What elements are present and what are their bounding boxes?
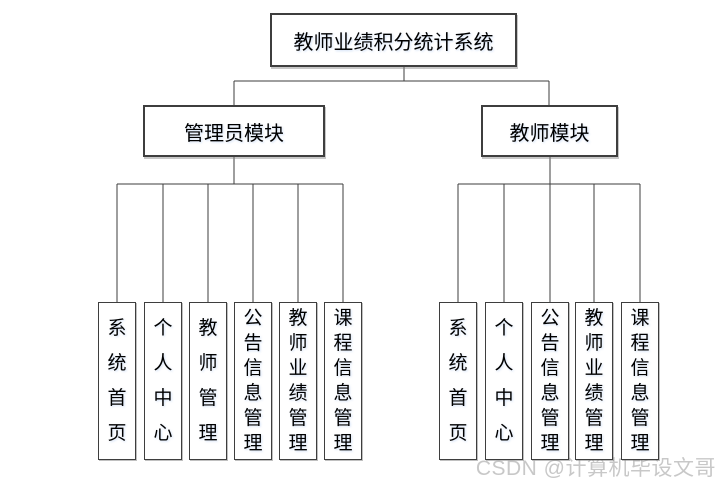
node-admin-announcement-management: 公告信息管理 — [234, 302, 272, 460]
node-admin-teacher-management-label: 教师管理 — [198, 318, 218, 444]
node-teacher-announcement-management: 公告信息管理 — [531, 302, 569, 460]
connector-admin-to-leaves — [116, 157, 344, 302]
node-admin-personal-center: 个人中心 — [144, 302, 182, 460]
node-admin-teacher-management: 教师管理 — [189, 302, 227, 460]
node-admin-system-home: 系统首页 — [98, 302, 136, 460]
node-teacher-performance-management: 教师业绩管理 — [575, 302, 613, 460]
node-admin-module: 管理员模块 — [143, 105, 325, 157]
csdn-watermark: CSDN @计算机毕设文哥 — [475, 457, 716, 480]
connector-root-to-modules — [233, 67, 550, 105]
node-admin-performance-management: 教师业绩管理 — [279, 302, 317, 460]
node-teacher-performance-management-label: 教师业绩管理 — [584, 308, 604, 454]
node-admin-announcement-management-label: 公告信息管理 — [243, 308, 263, 454]
node-teacher-announcement-management-label: 公告信息管理 — [540, 308, 560, 454]
node-teacher-module: 教师模块 — [481, 105, 618, 157]
node-teacher-personal-center-label: 个人中心 — [494, 318, 514, 444]
node-admin-performance-management-label: 教师业绩管理 — [288, 308, 308, 454]
node-teacher-course-management: 课程信息管理 — [621, 302, 659, 460]
node-teacher-system-home-label: 系统首页 — [448, 318, 468, 444]
node-admin-system-home-label: 系统首页 — [107, 318, 127, 444]
node-teacher-personal-center: 个人中心 — [485, 302, 523, 460]
node-teacher-module-label: 教师模块 — [509, 122, 590, 145]
node-admin-personal-center-label: 个人中心 — [153, 318, 173, 444]
connector-teacher-to-leaves — [457, 157, 641, 302]
node-root-label: 教师业绩积分统计系统 — [293, 31, 494, 54]
node-teacher-system-home: 系统首页 — [439, 302, 477, 460]
node-teacher-course-management-label: 课程信息管理 — [630, 308, 650, 454]
node-admin-course-management: 课程信息管理 — [324, 302, 362, 460]
node-admin-course-management-label: 课程信息管理 — [333, 308, 353, 454]
node-root-system: 教师业绩积分统计系统 — [270, 13, 517, 67]
node-admin-module-label: 管理员模块 — [184, 122, 284, 145]
